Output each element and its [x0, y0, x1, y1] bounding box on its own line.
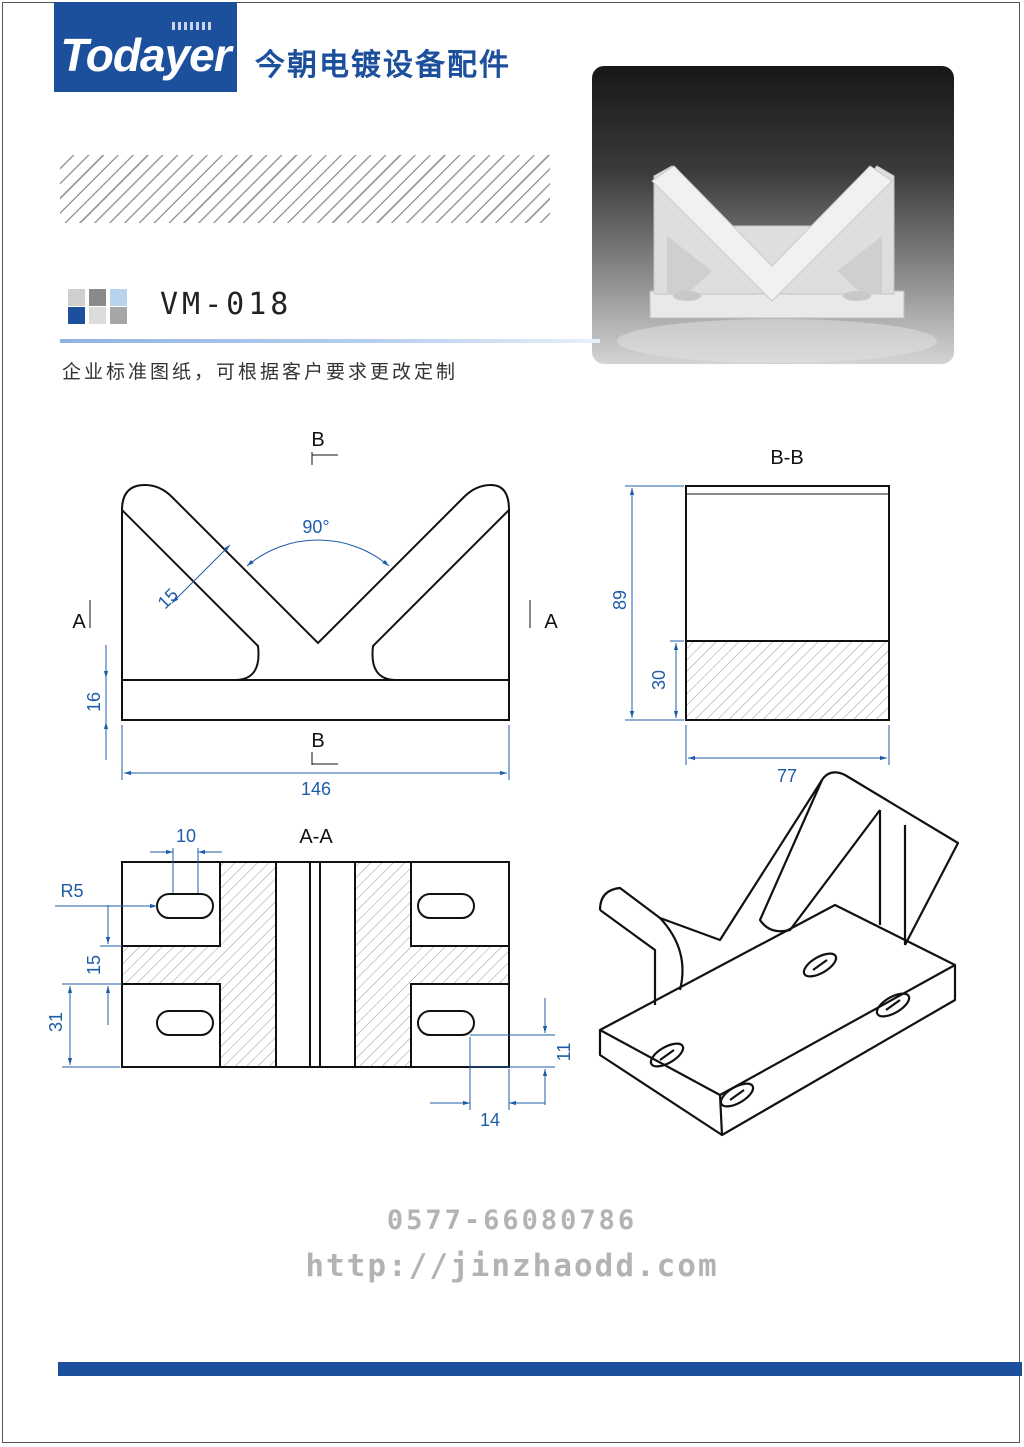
- product-photo-image: [617, 165, 937, 363]
- dim-side-base: 30: [649, 670, 669, 690]
- decorative-hatch-band: [60, 155, 550, 223]
- section-label-top: B: [311, 429, 324, 451]
- front-dimensions: [103, 539, 510, 780]
- swatch-2: [89, 289, 106, 306]
- section-label-right: A: [544, 611, 558, 633]
- section-label-left: A: [72, 611, 86, 633]
- swatch-6: [110, 307, 127, 324]
- company-name: 今朝电镀设备配件: [255, 48, 511, 83]
- plan-view: [121, 861, 510, 1068]
- section-label-bottom: B: [311, 730, 324, 752]
- front-v-body: [121, 483, 510, 680]
- side-dimensions: [625, 485, 890, 765]
- dim-slot-x: 14: [480, 1110, 500, 1130]
- plan-view-title: A-A: [299, 826, 333, 848]
- dim-slot-length: 10: [176, 826, 196, 846]
- side-view: [685, 485, 890, 721]
- swatch-4: [68, 307, 85, 324]
- side-view-title: B-B: [770, 447, 803, 469]
- dim-radius: R5: [60, 881, 83, 901]
- contact-phone: 0577-66080786: [386, 1205, 638, 1236]
- front-left-web: [121, 509, 260, 681]
- dim-depth: 77: [777, 766, 797, 786]
- isometric-view: [598, 771, 960, 1137]
- dim-half-depth: 31: [46, 1012, 66, 1032]
- dim-slot-y: 11: [554, 1043, 574, 1062]
- angle-label: 90°: [302, 517, 329, 537]
- dim-thickness: 15: [154, 585, 182, 613]
- drawing-note: 企业标准图纸，可根据客户要求更改定制: [62, 361, 459, 383]
- dim-rib: 15: [84, 955, 104, 975]
- plan-dimensions: [55, 848, 555, 1110]
- technical-drawing: B B A A 90° 15 16 146 B-B 89 30 77: [46, 429, 960, 1137]
- contact-website[interactable]: http://jinzhaodd.com: [305, 1248, 719, 1284]
- footer-bar: [58, 1362, 1022, 1376]
- front-right-web: [371, 509, 510, 681]
- header-rule: [60, 339, 600, 343]
- product-photo: [592, 66, 954, 364]
- front-base: [121, 679, 510, 721]
- dim-base-height: 16: [84, 692, 104, 712]
- front-view: [121, 483, 510, 721]
- model-number: VM-018: [160, 287, 293, 322]
- logo-dots: [172, 22, 212, 30]
- front-section-marks: [89, 452, 531, 765]
- brand-logo-text: Todayer: [60, 29, 231, 81]
- dim-width: 146: [301, 779, 331, 799]
- swatch-1: [68, 289, 85, 306]
- dim-height: 89: [610, 590, 630, 610]
- brand-logo: Todayer: [54, 2, 237, 92]
- swatch-3: [110, 289, 127, 306]
- swatch-5: [89, 307, 106, 324]
